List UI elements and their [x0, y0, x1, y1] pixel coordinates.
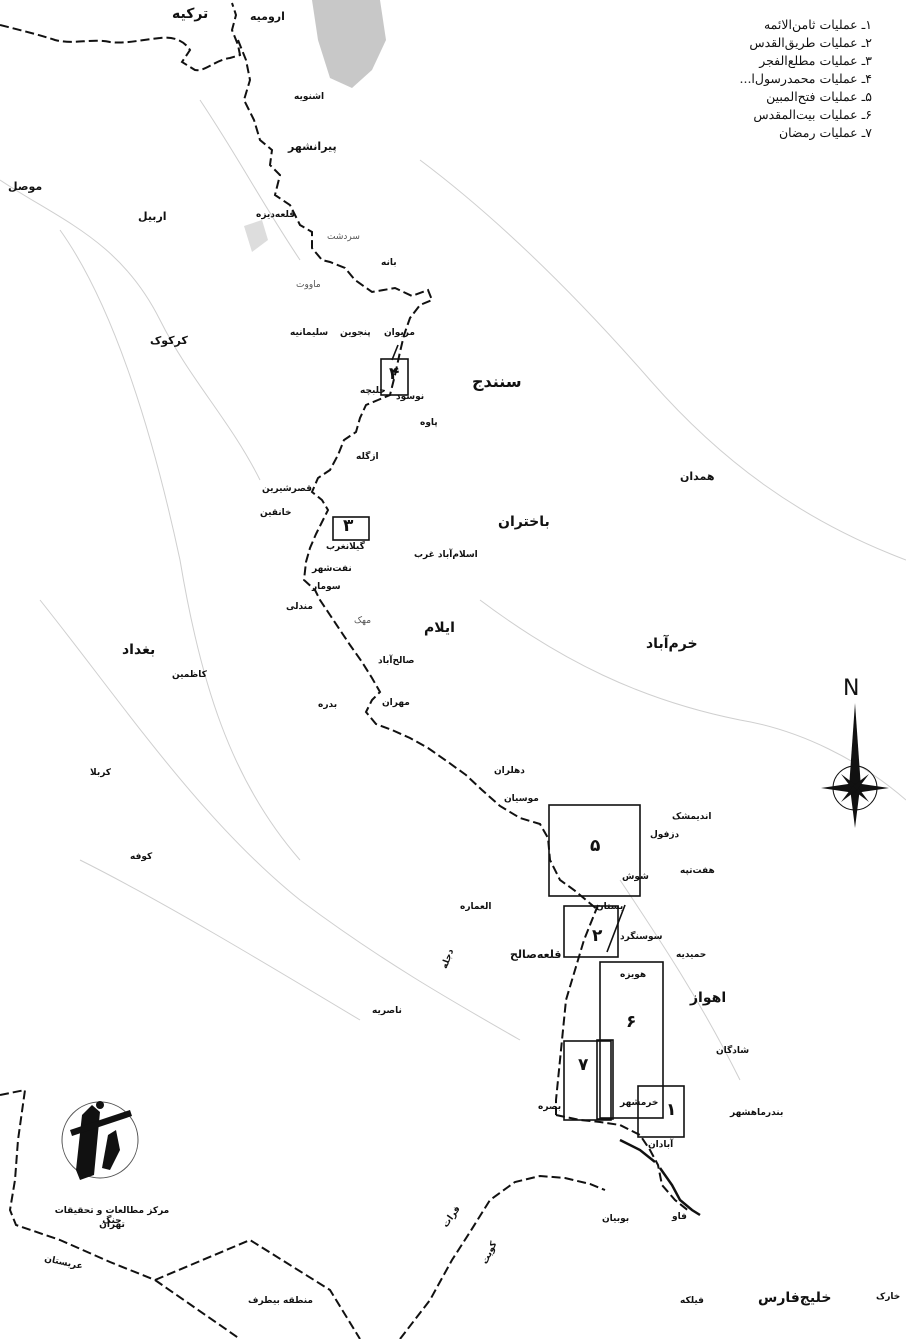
legend-item-7: ۷ـ عملیات رمضان	[778, 125, 872, 140]
label-naft-shahr: نفت‌شهر	[312, 564, 352, 574]
op-box-7	[563, 1040, 612, 1121]
compass-rose	[821, 703, 889, 828]
label-marivan: مریوان	[384, 328, 415, 338]
label-musian: موسیان	[504, 794, 539, 804]
operations-legend: ۱ـ عملیات ثامن‌الائمه ۲ـ عملیات طریق‌الق…	[740, 16, 873, 142]
label-nowsud: نوسود	[396, 392, 425, 402]
north-label: N	[843, 676, 860, 701]
label-bubiyan: بوبیان	[602, 1214, 630, 1224]
op-number-2: ۲	[592, 926, 603, 946]
label-qaleh-saleh: قلعه‌صالح	[510, 948, 562, 961]
label-penjwen: پنجوین	[340, 328, 371, 338]
label-baneh: بانه	[381, 258, 397, 268]
label-bandar-mahshahr: بندرماهشهر	[730, 1108, 784, 1118]
op-box-1	[637, 1085, 685, 1138]
label-shadegan: شادگان	[716, 1046, 750, 1056]
label-kirkuk: کرکوک	[150, 334, 188, 347]
label-hamadan: همدان	[680, 470, 715, 483]
label-bostan: بستان	[596, 902, 624, 912]
legend-item-5: ۵ـ عملیات فتح‌المبین	[766, 89, 872, 104]
label-badra: بدره	[318, 700, 338, 710]
label-andimeshk: اندیمشک	[672, 812, 712, 822]
legend-item-6: ۶ـ عملیات بیت‌المقدس	[753, 107, 872, 122]
label-nasiriyah: ناصریه	[372, 1006, 402, 1016]
label-kazimain: کاظمین	[172, 670, 207, 680]
op-number-1: ۱	[666, 1100, 677, 1120]
label-shush: شوش	[622, 872, 649, 882]
legend-item-1: ۱ـ عملیات ثامن‌الائمه	[763, 17, 872, 32]
label-mosul: موصل	[8, 180, 43, 193]
iran-iraq-border	[0, 2, 691, 1339]
coastline	[619, 1138, 701, 1217]
label-bakhtaran: باختران	[498, 514, 550, 530]
op-box-7b	[596, 1039, 614, 1120]
label-paveh: پاوه	[420, 418, 438, 428]
label-mehak: مهک	[354, 616, 372, 626]
label-kharg: خارک	[876, 1292, 901, 1302]
op-number-5: ۵	[590, 836, 601, 856]
legend-item-4: ۴ـ عملیات محمدرسول‌ا...	[739, 71, 873, 86]
label-khorramshahr: خرمشهر	[620, 1098, 659, 1108]
label-qaladiza: قلعه‌دیزه	[256, 210, 296, 220]
op-number-7: ۷	[578, 1055, 589, 1075]
legend-item-2: ۲ـ عملیات طریق‌القدس	[749, 35, 872, 50]
label-ilam: ایلام	[424, 620, 455, 636]
label-faw: فاو	[672, 1212, 687, 1222]
emblem-caption-line1: مرکز مطالعات و تحقیقات جنگ	[54, 1206, 170, 1226]
label-sanandaj: سنندج	[472, 372, 522, 391]
op-box-3	[332, 516, 370, 541]
label-erbil: اربیل	[138, 210, 167, 223]
label-basra: بصره	[538, 1102, 562, 1112]
op-box-5	[548, 804, 641, 897]
label-abadan: آبادان	[648, 1140, 674, 1150]
op-box-2	[563, 905, 619, 958]
label-eslamabad: اسلام‌آباد غرب	[414, 550, 478, 560]
label-urmia: ارومیه	[250, 10, 285, 23]
label-sardasht: سردشت	[327, 232, 360, 242]
label-turkey: ترکیه	[172, 6, 209, 22]
label-karbala: کربلا	[90, 768, 112, 778]
label-piranshahr: پیرانشهر	[288, 140, 337, 153]
label-failaka: فیلکه	[680, 1296, 704, 1306]
label-oshnavieh: اشنویه	[294, 92, 325, 102]
legend-item-3: ۳ـ عملیات مطلع‌الفجر	[759, 53, 872, 68]
label-haft-tappeh: هفت‌تپه	[680, 866, 715, 876]
irgc-emblem	[61, 1101, 139, 1180]
label-neutral-zone: منطقه بیطرف	[248, 1296, 313, 1306]
label-sumar: سومار	[312, 582, 341, 592]
label-amarah: العماره	[460, 902, 492, 912]
operation-boxes	[332, 344, 685, 1138]
terrain-shading-small	[244, 220, 268, 252]
label-mavot: ماووت	[296, 280, 321, 290]
label-ahvaz: اهواز	[690, 990, 727, 1006]
label-dehloran: دهلران	[494, 766, 525, 776]
label-hoveyzeh: هویزه	[620, 970, 647, 980]
background-lines	[0, 99, 906, 1081]
label-persian-gulf: خلیج‌فارس	[758, 1290, 832, 1306]
label-baghdad: بغداد	[122, 642, 156, 658]
op-number-4: ۴	[389, 364, 400, 384]
label-gilan-gharb: گیلانغرب	[326, 542, 365, 552]
label-hamidiyeh: حمیدیه	[676, 950, 707, 960]
label-kufa: کوفه	[130, 852, 153, 862]
label-dezful: دزفول	[650, 830, 680, 840]
label-susangerd: سوسنگرد	[620, 932, 663, 942]
label-mehran: مهران	[382, 698, 410, 708]
terrain-shading	[312, 0, 386, 88]
label-khanaqin: خانقین	[260, 508, 292, 518]
label-azgaleh: ازگله	[356, 452, 379, 462]
op-number-6: ۶	[626, 1012, 637, 1032]
op-number-3: ۳	[343, 516, 354, 536]
label-mandali: مندلی	[286, 602, 313, 612]
label-sulaymaniyah: سلیمانیه	[290, 328, 329, 338]
op-box-4	[380, 358, 409, 396]
label-khorramabad: خرم‌آباد	[646, 636, 698, 652]
label-halabja: حلبچه	[360, 386, 386, 396]
emblem-caption-line2: تهران	[99, 1220, 125, 1230]
label-qasr-shirin: قصرشیرین	[262, 484, 312, 494]
label-saleh-abad: صالح‌آباد	[378, 656, 415, 666]
